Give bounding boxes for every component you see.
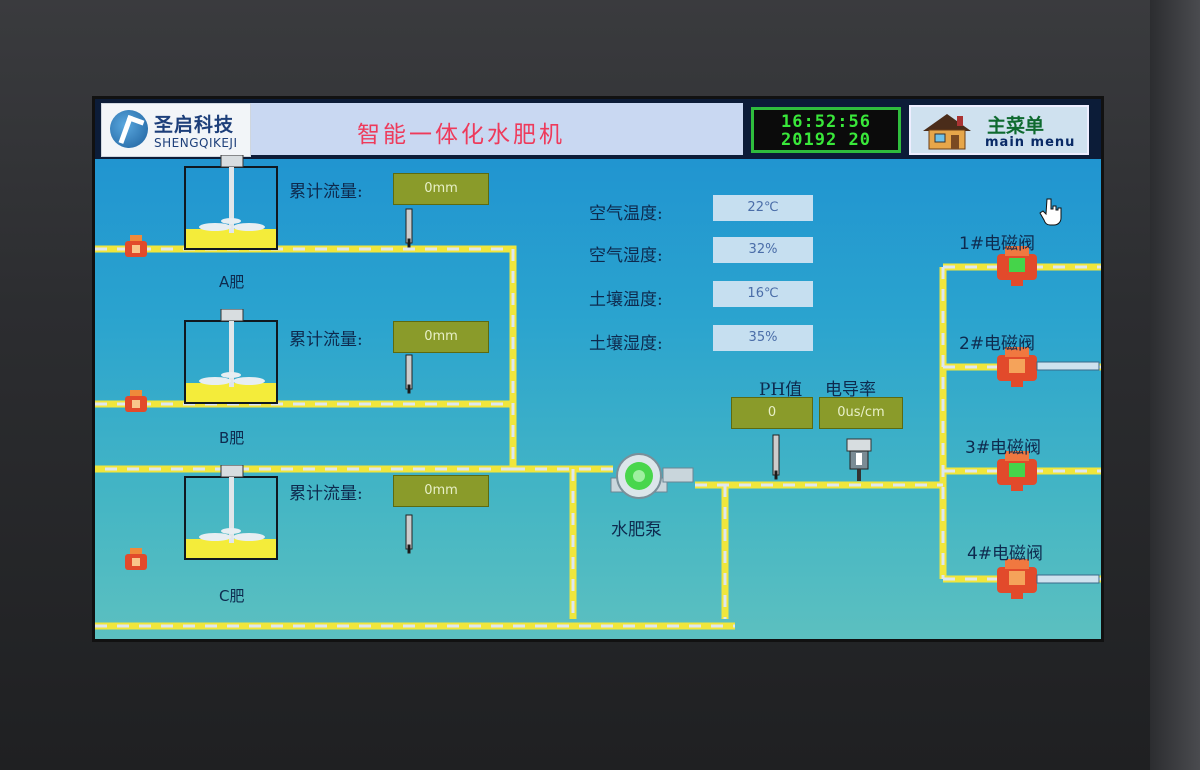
valve-1-label: 1#电磁阀 — [959, 234, 1036, 254]
valve-2-label: 2#电磁阀 — [959, 334, 1036, 354]
conductivity-value: 0us/cm — [819, 397, 903, 429]
air-temp-value: 22℃ — [713, 195, 813, 221]
conductivity-label: 电导率 — [825, 380, 876, 400]
clock-date: 20192 20 — [781, 130, 871, 150]
tank-a-flow-value[interactable]: 0mm — [393, 173, 489, 205]
pump-label: 水肥泵 — [611, 520, 662, 540]
logo-en-text: SHENGQIKEJI — [154, 136, 238, 150]
logo-icon — [110, 110, 148, 148]
pump-icon — [610, 453, 694, 499]
hand-cursor-icon — [1039, 198, 1062, 226]
house-icon — [923, 114, 971, 150]
bezel-edge — [1150, 0, 1200, 770]
ph-value: 0 — [731, 397, 813, 429]
tank-a-name: A肥 — [219, 273, 245, 291]
tank-b-flow-value[interactable]: 0mm — [393, 321, 489, 353]
tank-c-icon — [184, 465, 278, 560]
header-bar: 圣启科技 SHENGQIKEJI 智能一体化水肥机 16:52:56 20192… — [95, 99, 1101, 159]
page-title: 智能一体化水肥机 — [357, 122, 565, 148]
hmi-screen: 圣启科技 SHENGQIKEJI 智能一体化水肥机 16:52:56 20192… — [92, 96, 1104, 642]
solenoid-valves — [997, 246, 1100, 599]
tank-b-name: B肥 — [219, 429, 245, 447]
air-humidity-label: 空气湿度: — [589, 246, 663, 266]
tank-c-flow-label: 累计流量: — [289, 484, 363, 504]
conductivity-probe-icon — [846, 438, 872, 481]
valve-4-label: 4#电磁阀 — [967, 544, 1044, 564]
title-bar — [251, 103, 743, 155]
company-logo: 圣启科技 SHENGQIKEJI — [101, 103, 251, 157]
flow-sensors — [405, 208, 780, 554]
tank-c-name: C肥 — [219, 587, 245, 605]
pipe-network — [95, 208, 1101, 630]
valve-3-label: 3#电磁阀 — [965, 438, 1042, 458]
ph-label: PH值 — [759, 380, 803, 400]
tank-b-icon — [184, 309, 278, 404]
soil-temp-value: 16℃ — [713, 281, 813, 307]
inlet-valves — [125, 235, 147, 570]
tank-a-flow-label: 累计流量: — [289, 182, 363, 202]
clock-time: 16:52:56 — [781, 112, 871, 132]
tank-a-icon — [184, 155, 278, 250]
air-temp-label: 空气温度: — [589, 204, 663, 224]
soil-temp-label: 土壤温度: — [589, 290, 663, 310]
clock-display: 16:52:56 20192 20 — [751, 107, 901, 153]
main-menu-cn-label: 主菜单 — [987, 115, 1045, 137]
logo-cn-text: 圣启科技 — [154, 114, 235, 136]
tank-b-flow-label: 累计流量: — [289, 330, 363, 350]
soil-humidity-label: 土壤湿度: — [589, 334, 663, 354]
tank-c-flow-value[interactable]: 0mm — [393, 475, 489, 507]
main-menu-button[interactable]: 主菜单 main menu — [909, 105, 1089, 155]
main-menu-en-label: main menu — [985, 135, 1076, 150]
air-humidity-value: 32% — [713, 237, 813, 263]
soil-humidity-value: 35% — [713, 325, 813, 351]
